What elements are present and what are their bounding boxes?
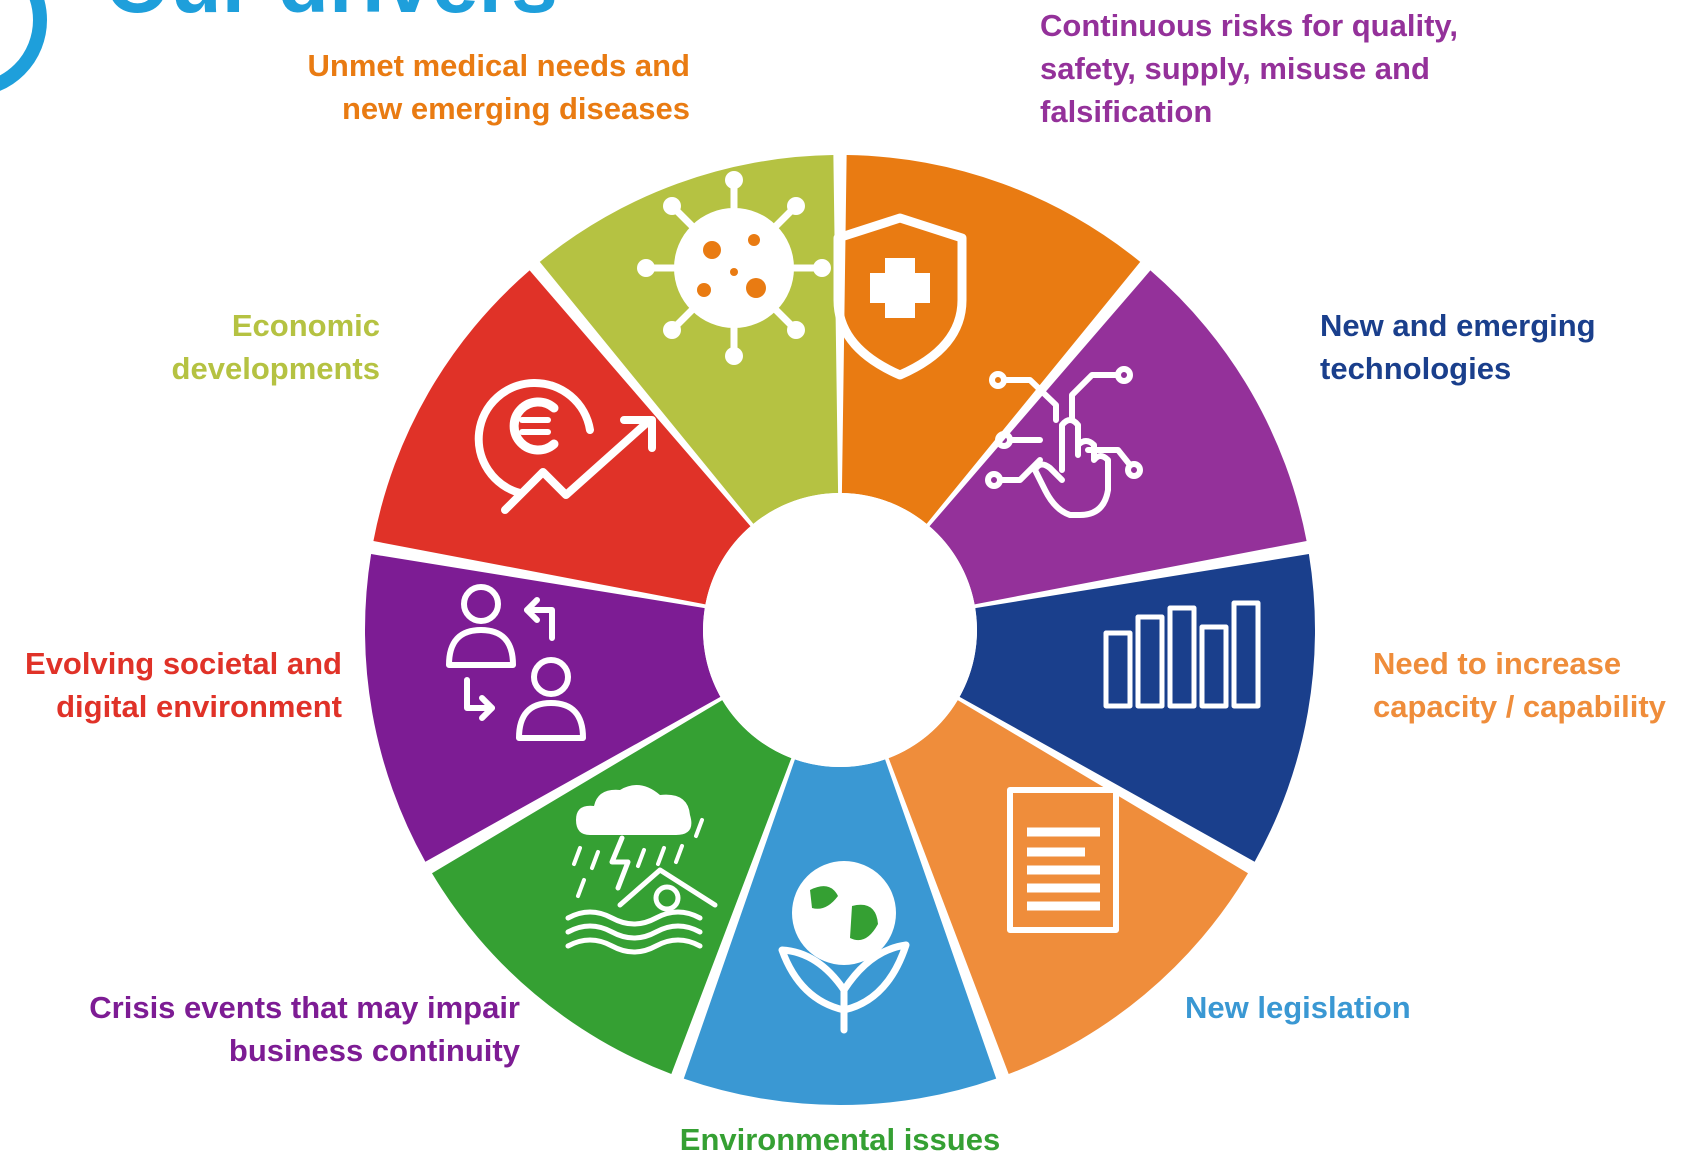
bar-chart-icon <box>1103 600 1261 709</box>
shield-cross-icon <box>833 213 967 380</box>
euro-growth-icon <box>474 378 656 514</box>
people-exchange-icon <box>446 584 586 741</box>
driver-label-societal: Evolving societal and digital environmen… <box>25 646 342 724</box>
driver-label-crisis: Crisis events that may impair business c… <box>89 990 520 1068</box>
driver-label-legislation: New legislation <box>1185 990 1411 1025</box>
page-title: Our drivers <box>105 0 558 28</box>
header-badge <box>0 0 47 91</box>
storm-flood-icon <box>565 785 718 955</box>
segment-crisis <box>364 554 721 862</box>
driver-label-technologies: New and emerging technologies <box>1320 308 1596 386</box>
driver-label-quality-risks: Continuous risks for quality, safety, su… <box>1040 8 1458 129</box>
globe-leaves-icon <box>778 861 910 1034</box>
segment-societal <box>373 270 751 605</box>
segment-medical-needs <box>841 155 1141 524</box>
touch-circuit-icon <box>985 366 1143 518</box>
driver-label-capacity: Need to increase capacity / capability <box>1373 646 1666 724</box>
virus-icon <box>637 171 831 365</box>
wheel-center <box>703 493 977 767</box>
driver-label-economic: Economic developments <box>171 308 380 386</box>
driver-label-medical-needs: Unmet medical needs and new emerging dis… <box>307 48 690 126</box>
document-icon <box>1007 787 1119 933</box>
segment-environment <box>431 700 792 1075</box>
driver-label-environment: Environmental issues <box>679 1122 1001 1157</box>
segment-quality-risks <box>929 270 1307 605</box>
